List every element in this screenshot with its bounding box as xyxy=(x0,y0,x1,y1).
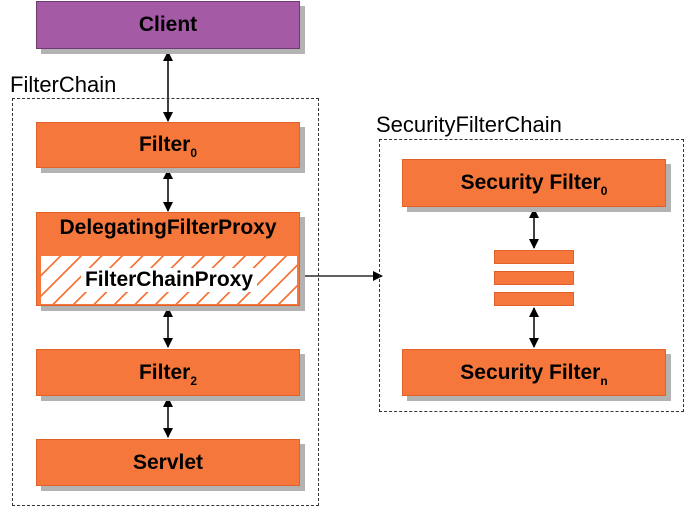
filter-chain-proxy-label: FilterChainProxy xyxy=(80,268,258,292)
delegating-filter-proxy-box: DelegatingFilterProxy FilterChainProxy xyxy=(36,212,300,306)
filter-chain-proxy-box: FilterChainProxy xyxy=(40,255,298,305)
filter2-box: Filter2 xyxy=(36,349,300,396)
filter0-label: Filter0 xyxy=(138,133,198,160)
securityfilterchain-container xyxy=(379,139,684,412)
security-filter0-subscript: 0 xyxy=(600,184,608,198)
servlet-label: Servlet xyxy=(132,450,204,474)
security-filtern-label: Security Filtern xyxy=(460,360,608,388)
filter0-subscript: 0 xyxy=(190,146,198,160)
security-filtern-box: Security Filtern xyxy=(402,349,666,396)
filterchain-container xyxy=(12,98,319,506)
filter2-subscript: 2 xyxy=(190,373,198,388)
security-filtern-subscript: n xyxy=(600,373,608,388)
securityfilterchain-title: SecurityFilterChain xyxy=(376,112,562,137)
client-box: Client xyxy=(36,1,300,49)
filter-stack-bar-2 xyxy=(494,271,574,285)
delegating-filter-proxy-label: DelegatingFilterProxy xyxy=(59,216,277,239)
servlet-box: Servlet xyxy=(36,439,300,486)
filter-stack-bar-1 xyxy=(494,250,574,264)
filter0-box: Filter0 xyxy=(36,122,300,168)
security-filter0-label: Security Filter0 xyxy=(460,171,608,198)
security-filter0-box: Security Filter0 xyxy=(402,159,666,207)
filter2-label: Filter2 xyxy=(138,360,198,388)
filter-stack-bar-3 xyxy=(494,292,574,306)
filterchain-title: FilterChain xyxy=(10,72,117,97)
client-label: Client xyxy=(138,13,198,36)
